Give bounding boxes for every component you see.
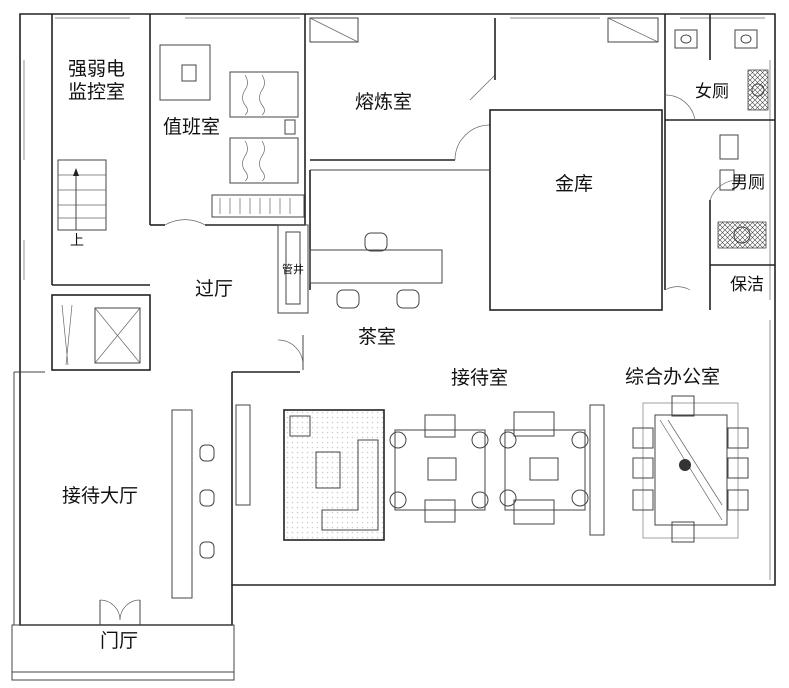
- vault-room: 金库: [489, 17, 663, 311]
- cleaning-room-label: 保洁: [730, 275, 764, 295]
- stool-icon: [199, 489, 215, 507]
- office-room: 综合办公室: [625, 366, 749, 543]
- reception-room-label: 接待室: [451, 367, 508, 389]
- toilet-icon: [734, 29, 758, 49]
- washrooms: 女厕 男厕 保洁: [664, 14, 775, 310]
- monitoring-room-label-1: 强弱电: [68, 58, 125, 80]
- stool-icon: [199, 444, 215, 462]
- bed-icon: [229, 137, 299, 184]
- chair-icon: [396, 289, 420, 309]
- tea-table: [309, 249, 443, 284]
- chair-icon: [181, 64, 197, 82]
- sink-icon: [747, 69, 769, 111]
- hall-area: 管井 过厅: [52, 224, 309, 314]
- stair-arrow-icon: [73, 168, 79, 176]
- reception-desk: [171, 409, 193, 599]
- sink-icon: [717, 221, 767, 249]
- lobby: 接待大厅 门厅: [62, 409, 215, 652]
- smelting-room-label: 熔炼室: [355, 91, 412, 113]
- chair-icon: [336, 289, 360, 309]
- female-wc-label: 女厕: [695, 82, 729, 102]
- chair-icon: [364, 232, 388, 252]
- stool-icon: [199, 541, 215, 559]
- entrance-label: 门厅: [100, 630, 138, 652]
- bed-icon: [229, 71, 299, 118]
- reception-room: 接待室: [231, 367, 605, 585]
- monitoring-room: 上 强弱电 监控室: [51, 14, 151, 285]
- vault-room-label: 金库: [555, 173, 593, 195]
- elevator: [51, 294, 151, 371]
- lobby-label: 接待大厅: [62, 485, 138, 507]
- smelting-room: 熔炼室: [309, 17, 496, 161]
- tea-room: 茶室: [277, 169, 490, 370]
- monitoring-room-label-2: 监控室: [68, 81, 125, 103]
- office-room-label: 综合办公室: [625, 366, 720, 388]
- tea-room-label: 茶室: [358, 326, 396, 348]
- outer-walls: [11, 13, 776, 681]
- plant-icon: [679, 459, 691, 471]
- urinal-icon: [719, 134, 739, 160]
- duty-room-label: 值班室: [163, 116, 220, 138]
- stair-label: 上: [70, 233, 84, 249]
- wardrobe-icon: [211, 194, 305, 218]
- duty-room: 值班室: [150, 14, 306, 226]
- male-wc-label: 男厕: [731, 173, 765, 193]
- hall-label: 过厅: [195, 278, 233, 300]
- toilet-icon: [674, 29, 698, 49]
- pipe-shaft-label: 管井: [282, 262, 304, 276]
